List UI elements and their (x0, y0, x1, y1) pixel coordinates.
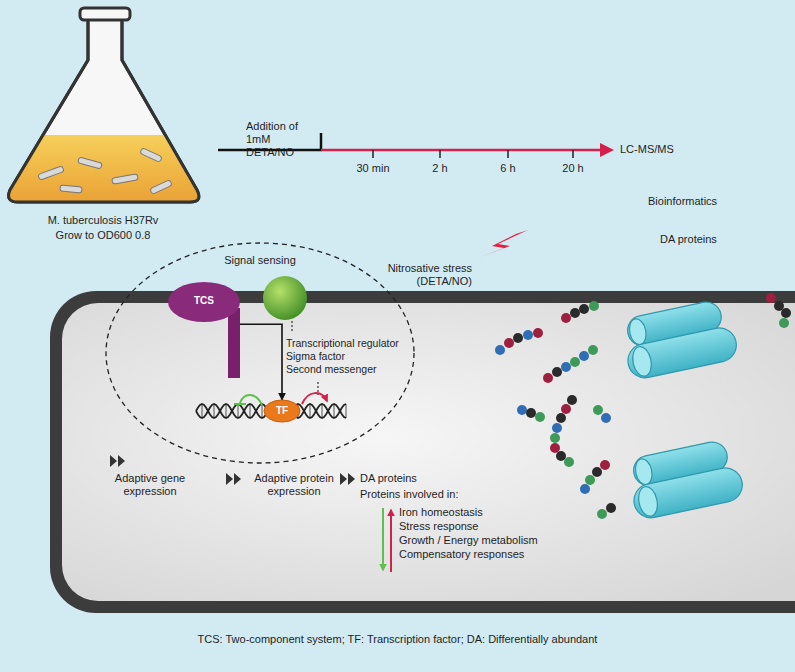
culture-label: Grow to OD600 0.8 (23, 229, 183, 242)
ribosome (625, 437, 745, 521)
flask (9, 8, 199, 202)
time-point: 30 min (343, 162, 403, 175)
lightning-bolt (478, 230, 528, 258)
timeline-label: Addition of 1mM DETA/NO (246, 120, 320, 159)
process-label: Adaptive gene expression (100, 472, 200, 498)
activation-arrow (302, 393, 327, 404)
node-text: Signal sensing (224, 254, 296, 266)
node-text: TF (276, 405, 288, 416)
cytoplasm (62, 303, 795, 601)
strain-label: M. tuberculosis H37Rv (23, 214, 183, 227)
process-label: DA proteins (360, 472, 417, 485)
node-text: TCS (194, 295, 214, 306)
list-heading: Proteins involved in: (360, 488, 458, 501)
receptor-circle (263, 276, 307, 320)
repression-bar (234, 403, 246, 405)
stress-label: Nitrosative stress (DETA/NO) (380, 262, 472, 288)
callout-label: Second messenger (286, 363, 376, 376)
down-arrow (382, 508, 384, 570)
step-label: Bioinformatics (648, 195, 717, 208)
connector-arrow (240, 324, 282, 400)
ribosome (619, 297, 739, 381)
list-item: Growth / Energy metabolism (399, 534, 538, 547)
time-point: 20 h (543, 162, 603, 175)
two-component-system: TCS (168, 282, 244, 378)
up-arrow (390, 510, 392, 572)
process-label: Adaptive protein expression (244, 472, 344, 498)
callout-label: Sigma factor (286, 350, 345, 363)
callout-label: Transcriptional regulator (286, 337, 399, 350)
step-label: DA proteins (660, 233, 717, 246)
node-shape (105, 242, 415, 464)
signal-sensing-region: Signal sensingTCS TF (105, 242, 415, 464)
transcription-factor: TF (264, 400, 300, 422)
peptide-beads (495, 293, 791, 519)
list-item: Iron homeostasis (399, 506, 483, 519)
time-point: 6 h (478, 162, 538, 175)
cell-wall (50, 291, 795, 613)
time-point: 2 h (410, 162, 470, 175)
list-item: Compensatory responses (399, 548, 524, 561)
list-item: Stress response (399, 520, 478, 533)
step-label: LC-MS/MS (620, 143, 674, 156)
caption: TCS: Two-component system; TF: Transcrip… (0, 633, 795, 646)
leader-line (291, 321, 292, 333)
